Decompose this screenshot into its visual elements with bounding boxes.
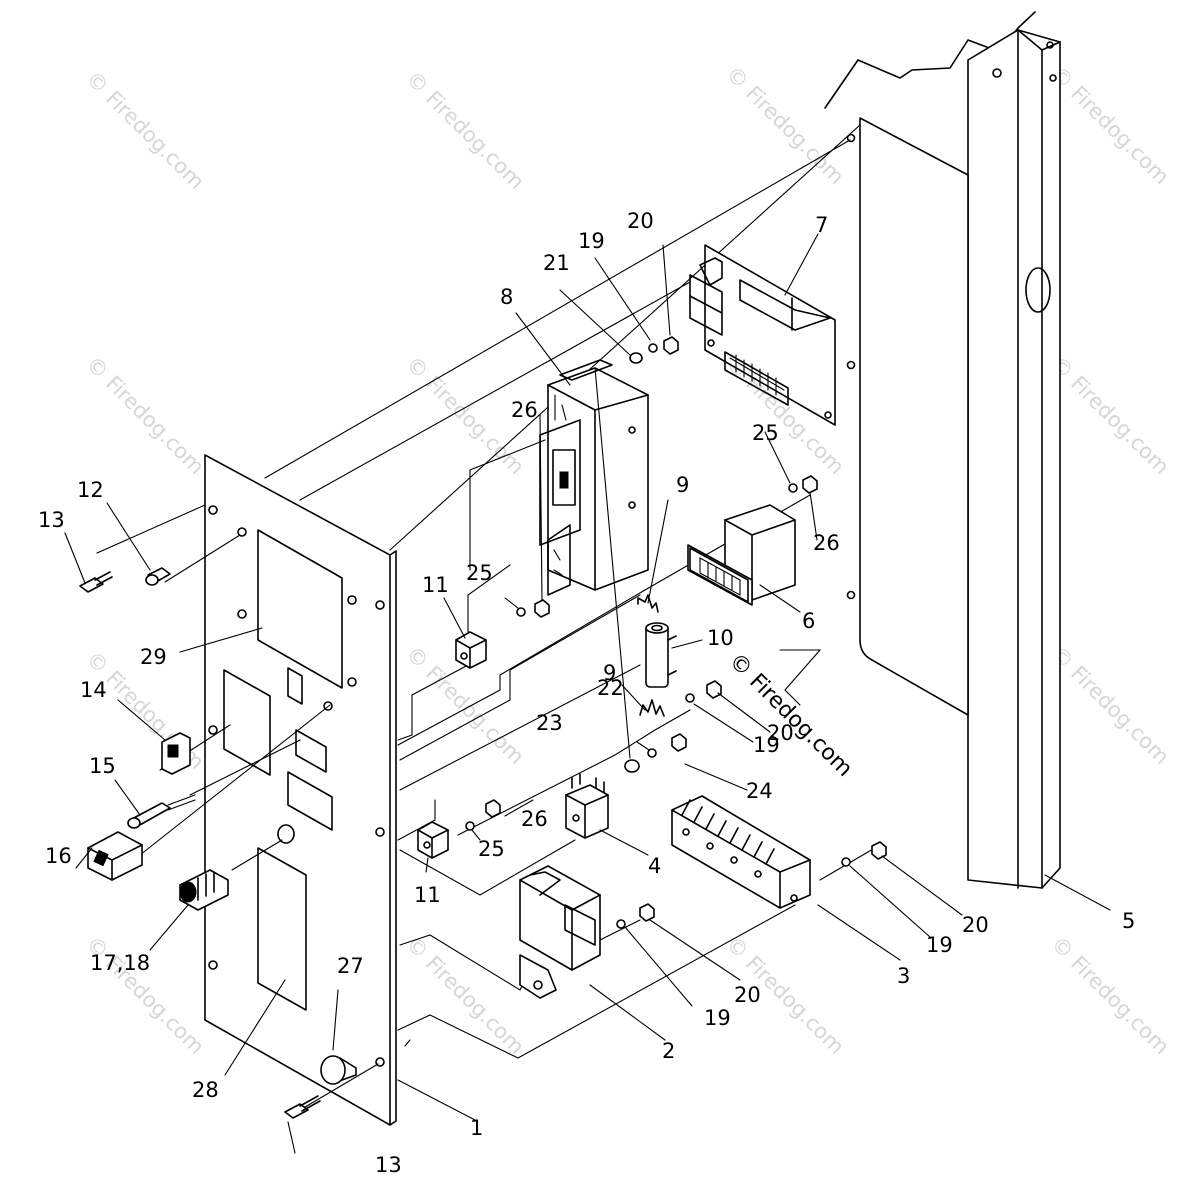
circuit-breaker	[539, 359, 649, 596]
watermark: © Firedog.com	[1046, 932, 1173, 1059]
fuse-holder	[179, 869, 229, 911]
callout-29: 29	[140, 645, 167, 669]
callout-26-c: 26	[521, 807, 548, 831]
callout-12: 12	[77, 478, 104, 502]
callout-26-a: 26	[511, 398, 538, 422]
callout-13-upper: 13	[38, 508, 65, 532]
callout-9-upper: 9	[676, 473, 689, 497]
callout-20-b: 20	[767, 721, 794, 745]
meter-cutout	[287, 771, 333, 831]
callout-19-c: 19	[704, 1006, 731, 1030]
clip-upper	[637, 594, 659, 613]
standoff-lower	[417, 821, 449, 859]
watermark-dark: © Firedog.com	[724, 649, 857, 782]
label-area-28	[257, 847, 307, 1011]
fuse-hole	[277, 824, 295, 844]
screw-lower	[284, 1095, 321, 1119]
callout-20-c: 20	[734, 983, 761, 1007]
cable-clamp	[320, 1055, 357, 1085]
callout-9-lower: 9	[603, 661, 616, 685]
watermark: © Firedog.com	[1046, 642, 1173, 769]
enclosure-post	[824, 11, 1061, 889]
capacitor	[645, 622, 677, 688]
callout-27: 27	[337, 954, 364, 978]
watermark: © Firedog.com	[721, 62, 848, 189]
switch-cutout	[223, 669, 271, 776]
toggle-switch	[161, 732, 191, 775]
callout-19-b: 19	[753, 733, 780, 757]
callout-11-upper: 11	[422, 573, 449, 597]
leader-lines	[64, 233, 1111, 1154]
callout-24: 24	[746, 779, 773, 803]
label-area-29	[257, 529, 343, 689]
watermark: © Firedog.com	[401, 352, 528, 479]
watermark: © Firedog.com	[401, 67, 528, 194]
callout-22: 22	[597, 676, 624, 700]
watermark: © Firedog.com	[1046, 62, 1173, 189]
transformer	[519, 865, 601, 999]
terminal-strip	[671, 795, 811, 909]
watermark: © Firedog.com	[81, 352, 208, 479]
plug	[145, 567, 171, 586]
callout-3: 3	[897, 964, 910, 988]
watermark: © Firedog.com	[401, 932, 528, 1059]
standoff-upper	[455, 631, 487, 669]
callout-17-18: 17,18	[90, 951, 150, 975]
callout-6: 6	[802, 609, 815, 633]
callout-25-c: 25	[478, 837, 505, 861]
callout-4: 4	[648, 854, 661, 878]
front-panel	[204, 454, 397, 1126]
clip-lower	[639, 699, 665, 717]
callout-28: 28	[192, 1078, 219, 1102]
callout-10: 10	[707, 626, 734, 650]
rocker-switch	[87, 831, 143, 881]
callouts: 1 2 3 4 5 6 7 8 9 9 10 11 11 12 13 13 14…	[38, 209, 1135, 1177]
callout-14: 14	[80, 678, 107, 702]
callout-11-lower: 11	[414, 883, 441, 907]
rectifier	[565, 773, 609, 839]
callout-16: 16	[45, 844, 72, 868]
rocker-cutout	[295, 729, 327, 773]
small-cutout	[287, 667, 303, 705]
back-panel	[846, 117, 969, 716]
callout-20-d: 20	[962, 913, 989, 937]
callout-15: 15	[89, 754, 116, 778]
callout-25-b: 25	[466, 561, 493, 585]
callout-5: 5	[1122, 909, 1135, 933]
callout-1: 1	[470, 1116, 483, 1140]
callout-21: 21	[543, 251, 570, 275]
watermark: © Firedog.com	[1046, 352, 1173, 479]
callout-20-a: 20	[627, 209, 654, 233]
callout-2: 2	[662, 1039, 675, 1063]
screw-upper	[79, 571, 113, 593]
assembly-lines	[96, 124, 881, 1111]
washers-and-nuts	[465, 336, 887, 929]
callout-8: 8	[500, 285, 513, 309]
callout-19-d: 19	[926, 933, 953, 957]
callout-26-b: 26	[813, 531, 840, 555]
callout-19-a: 19	[578, 229, 605, 253]
hour-meter	[687, 504, 796, 606]
inline-fuse	[127, 794, 196, 829]
circuit-board	[689, 244, 836, 426]
callout-25-a: 25	[752, 421, 779, 445]
callout-7: 7	[815, 213, 828, 237]
callout-23: 23	[536, 711, 563, 735]
callout-13-lower: 13	[375, 1153, 402, 1177]
watermark: © Firedog.com	[81, 67, 208, 194]
